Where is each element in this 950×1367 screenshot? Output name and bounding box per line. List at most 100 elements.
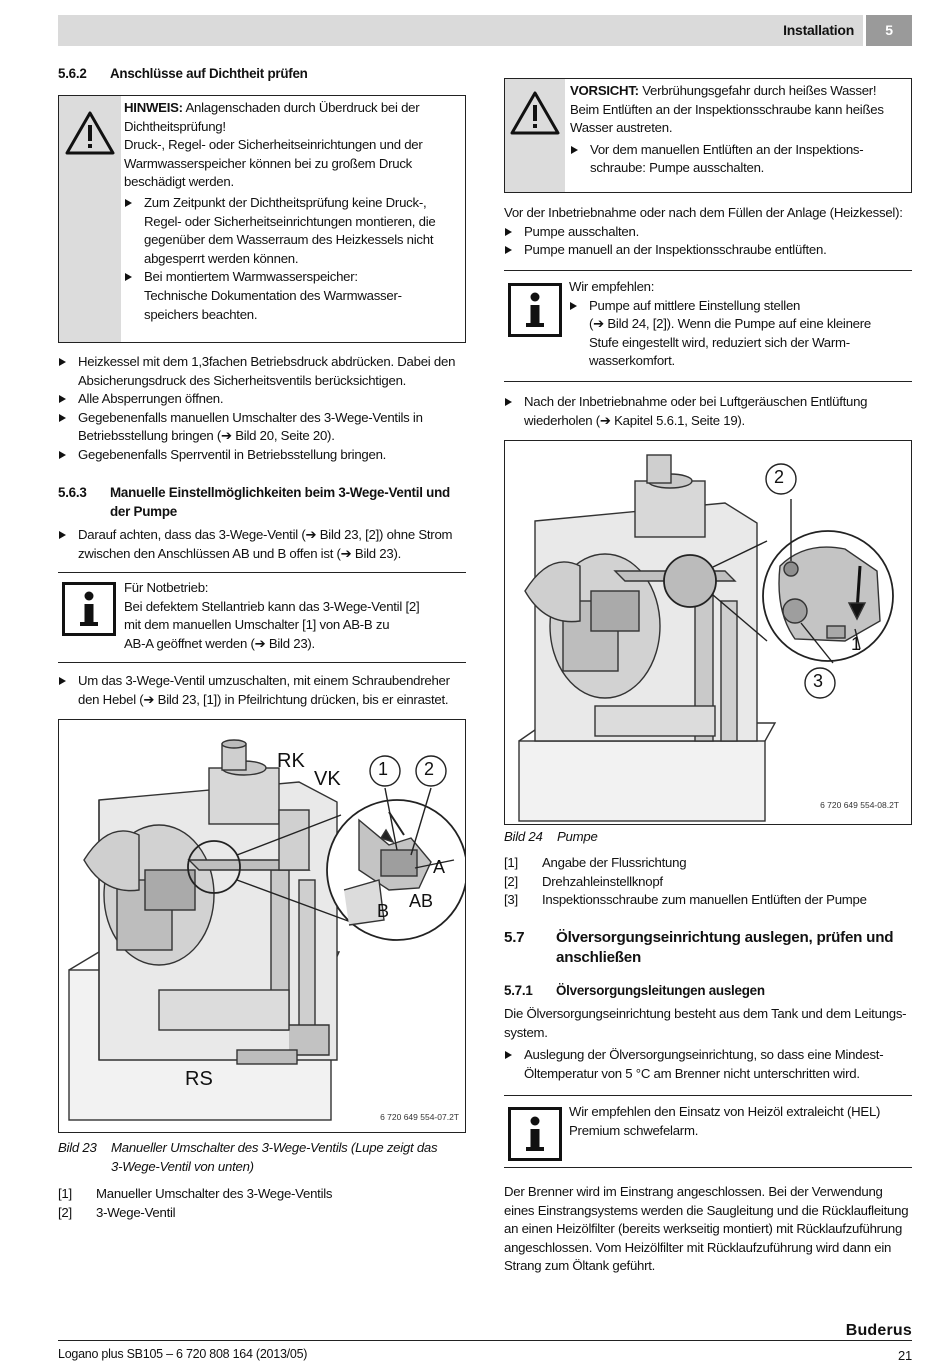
step-item: Heizkessel mit dem 1,3fachen Betriebsdru… bbox=[58, 353, 468, 390]
header-bar bbox=[58, 15, 863, 46]
info-icon bbox=[508, 283, 562, 337]
info-line: mit dem manuellen Umschalter [1] von AB-… bbox=[124, 617, 390, 633]
warning-triangle-icon bbox=[65, 111, 115, 155]
divider bbox=[504, 1095, 912, 1096]
divider bbox=[504, 1167, 912, 1168]
step-list: Darauf achten, dass das 3-Wege-Ventil (➔… bbox=[58, 526, 470, 563]
bullet-line: Stufe eingestellt wird, reduziert sich d… bbox=[589, 334, 850, 350]
legend-item: [2] 3-Wege-Ventil bbox=[58, 1204, 468, 1223]
bullet-line: Regel- oder Sicherheitseinrichtungen mon… bbox=[144, 213, 436, 229]
legend-key: [2] bbox=[58, 1204, 72, 1220]
step-line: Betriebsstellung bringen (➔ Bild 20, Sei… bbox=[78, 428, 335, 444]
callout-3: 3 bbox=[813, 671, 824, 691]
section-title: Ölversorgungsleitungen auslegen bbox=[556, 983, 765, 998]
caption-number: Bild 23 bbox=[58, 1140, 97, 1155]
step-line: Gegebenenfalls Sperrventil in Betriebsst… bbox=[78, 446, 387, 462]
step-line: zwischen den Anschlüssen AB und B offen … bbox=[78, 545, 402, 561]
step-line: Um das 3-Wege-Ventil umzuschalten, mit e… bbox=[78, 673, 450, 688]
step-line: Öltemperatur von 5 °C am Brenner nicht u… bbox=[524, 1065, 860, 1081]
info-icon bbox=[508, 1107, 562, 1161]
label-rs: RS bbox=[185, 1068, 213, 1090]
legend-text: Inspektionsschraube zum manuellen Entlüf… bbox=[542, 892, 867, 908]
step-item: Nach der Inbetriebnahme oder bei Luftger… bbox=[504, 393, 914, 430]
caution-icon-area bbox=[505, 79, 565, 192]
section-title: der Pumpe bbox=[110, 503, 177, 519]
paragraph-line: eines Einstrangsystems werden die Saugle… bbox=[504, 1202, 909, 1218]
step-item: Um das 3-Wege-Ventil umzuschalten, mit e… bbox=[58, 672, 470, 709]
notice-line: Druck-, Regel- oder Sicherheitseinrichtu… bbox=[124, 137, 423, 153]
info-line: Für Notbetrieb: bbox=[124, 580, 209, 595]
legend-text: 3-Wege-Ventil bbox=[96, 1204, 176, 1220]
paragraph-line: Strang zum Öltank geführt. bbox=[504, 1258, 656, 1274]
step-item: Alle Absperrungen öffnen. bbox=[58, 390, 468, 409]
bullet-line: Vor dem manuellen Entlüften an der Inspe… bbox=[590, 141, 864, 157]
section-title: anschließen bbox=[556, 949, 642, 966]
bullet-line: Pumpe auf mittlere Einstellung stellen bbox=[589, 297, 801, 313]
step-list: Heizkessel mit dem 1,3fachen Betriebsdru… bbox=[58, 353, 468, 465]
notice-content: HINWEIS: Anlagenschaden durch Überdruck … bbox=[124, 99, 462, 324]
info-line: Bei defektem Stellantrieb kann das 3-Weg… bbox=[124, 598, 420, 614]
section-title: Anschlüsse auf Dichtheit prüfen bbox=[110, 66, 308, 81]
step-item: Gegebenenfalls Sperrventil in Betriebsst… bbox=[58, 446, 468, 465]
bullet-line: schraube: Pumpe ausschalten. bbox=[590, 160, 765, 176]
step-item: Pumpe ausschalten. bbox=[504, 223, 914, 242]
bullet-line: wasserkomfort. bbox=[589, 353, 675, 369]
label-a: A bbox=[433, 857, 446, 877]
section-5-6-2-heading: 5.6.2 Anschlüsse auf Dichtheit prüfen bbox=[58, 65, 308, 84]
boiler-illustration bbox=[68, 739, 465, 1121]
legend-key: [2] bbox=[504, 873, 518, 889]
section-title: Ölversorgungseinrichtung auslegen, prüfe… bbox=[556, 929, 894, 946]
callout-2: 2 bbox=[774, 467, 785, 487]
notice-line: Dichtheitsprüfung! bbox=[124, 118, 226, 134]
bullet-line: (➔ Bild 24, [2]). Wenn die Pumpe auf ein… bbox=[589, 316, 871, 332]
right-intro: Vor der Inbetriebnahme oder nach dem Fül… bbox=[504, 204, 914, 260]
notice-bullet: Zum Zeitpunkt der Dichtheitsprüfung kein… bbox=[124, 194, 462, 268]
label-vk: VK bbox=[314, 768, 341, 790]
bullet-line: gegenüber dem Wasserraum des Heizkessels… bbox=[144, 232, 434, 248]
section-5-7-heading: 5.7 Ölversorgungseinrichtung auslegen, pr… bbox=[504, 928, 914, 968]
brand-logo: Buderus bbox=[845, 1322, 912, 1339]
paragraph-line: angeschlossen. Vom Heizölfilter mit Rück… bbox=[504, 1239, 892, 1255]
info-line: Premium schwefelarm. bbox=[569, 1122, 699, 1138]
step-line: Alle Absperrungen öffnen. bbox=[78, 391, 224, 407]
section-number: 5.6.2 bbox=[58, 66, 87, 81]
paragraph-line: Die Ölversorgungseinrichtung besteht aus… bbox=[504, 1006, 907, 1021]
legend-key: [3] bbox=[504, 892, 518, 908]
notice-bullet: Bei montiertem Warmwasserspeicher: Techn… bbox=[124, 268, 462, 324]
footer-document-id: Logano plus SB105 – 6 720 808 164 (2013/… bbox=[58, 1347, 308, 1361]
step-line: Heizkessel mit dem 1,3fachen Betriebsdru… bbox=[78, 354, 456, 369]
divider bbox=[58, 572, 466, 573]
bullet-line: Zum Zeitpunkt der Dichtheitsprüfung kein… bbox=[144, 194, 427, 210]
intro-text: Vor der Inbetriebnahme oder nach dem Fül… bbox=[504, 205, 903, 220]
divider bbox=[504, 381, 912, 382]
step-item: Gegebenenfalls manuellen Umschalter des … bbox=[58, 409, 468, 446]
legend-item: [1]Manueller Umschalter des 3-Wege-Venti… bbox=[58, 1185, 468, 1204]
bullet-line: Technische Dokumentation des Warmwasser- bbox=[144, 287, 402, 303]
info-line: Wir empfehlen: bbox=[569, 279, 655, 294]
caution-bullet: Vor dem manuellen Entlüften an der Inspe… bbox=[570, 141, 908, 178]
callout-2: 2 bbox=[424, 759, 435, 779]
step-item: Darauf achten, dass das 3-Wege-Ventil (➔… bbox=[58, 526, 470, 563]
info-bullet: Pumpe auf mittlere Einstellung stellen (… bbox=[569, 297, 909, 371]
caution-label: VORSICHT: bbox=[570, 83, 639, 98]
section-5-7-1-body: Die Ölversorgungseinrichtung besteht aus… bbox=[504, 1005, 916, 1083]
paragraph-line: Der Brenner wird im Einstrang angeschlos… bbox=[504, 1184, 883, 1199]
legend-text: Manueller Umschalter des 3-Wege-Ventils bbox=[96, 1186, 333, 1201]
label-ab: AB bbox=[409, 891, 434, 911]
chapter-number: 5 bbox=[866, 15, 912, 46]
figure-24-legend: [1]Angabe der Flussrichtung [2]Drehzahle… bbox=[504, 854, 914, 910]
legend-text: Angabe der Flussrichtung bbox=[542, 855, 687, 870]
section-title: Manuelle Einstellmöglichkeiten beim 3-We… bbox=[110, 485, 450, 500]
figure-id: 6 720 649 554-08.2T bbox=[820, 800, 899, 810]
section-number: 5.7 bbox=[504, 929, 525, 946]
info-icon bbox=[62, 582, 116, 636]
step-item: Auslegung der Ölversorgungseinrichtung, … bbox=[504, 1046, 916, 1083]
figure-23-legend: [1]Manueller Umschalter des 3-Wege-Venti… bbox=[58, 1185, 468, 1222]
label-rk: RK bbox=[277, 750, 305, 772]
legend-text: Drehzahleinstellknopf bbox=[542, 873, 663, 889]
figure-24: 2 1 3 6 720 649 554-08.2T bbox=[504, 440, 912, 825]
paragraph-line: system. bbox=[504, 1024, 548, 1040]
info-fuel-recommendation: Wir empfehlen den Einsatz von Heizöl ext… bbox=[569, 1103, 909, 1140]
